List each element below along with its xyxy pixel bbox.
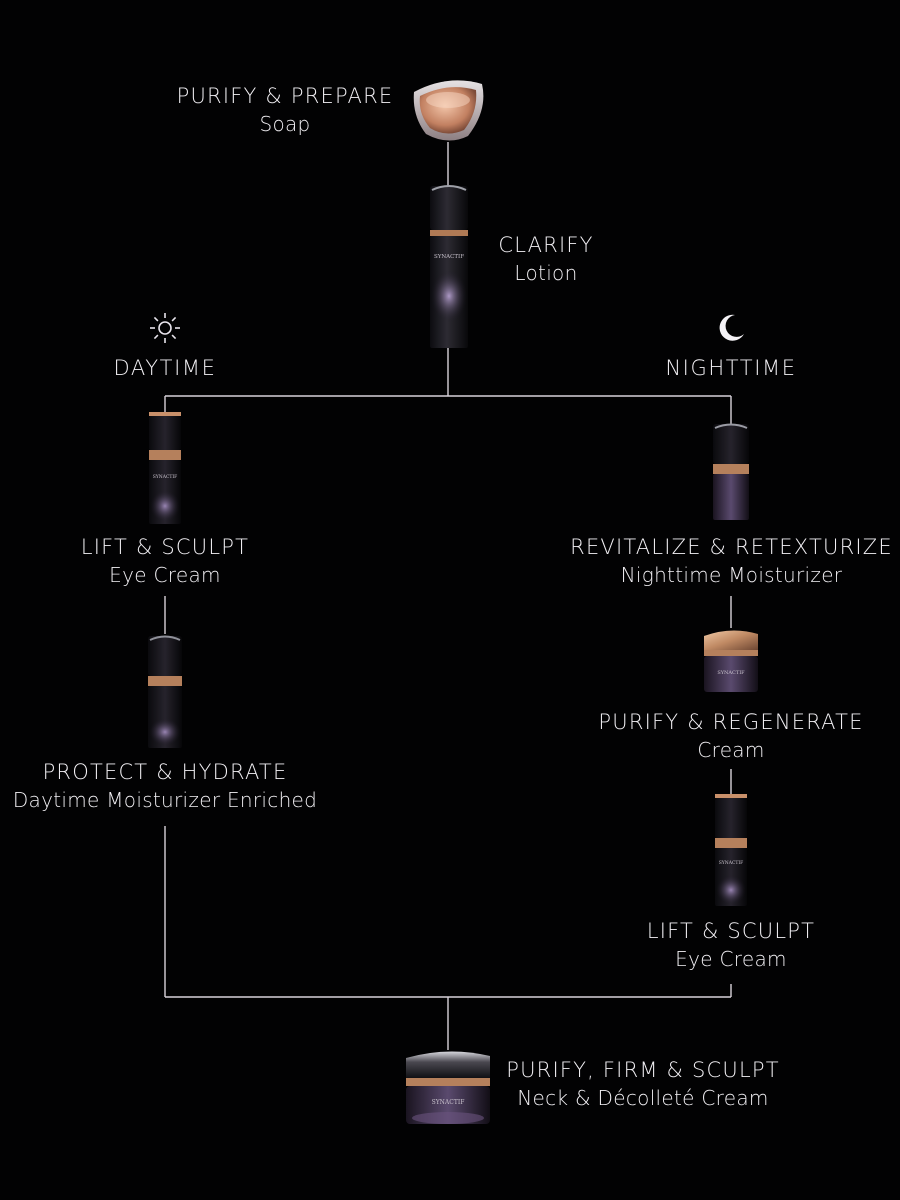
- step-night-moist-subtitle: Nighttime Moisturizer: [620, 563, 843, 587]
- lotion-bottle-image: SYNACTIF: [428, 184, 470, 350]
- step-soap-title: PURIFY & PREPARE: [176, 84, 394, 108]
- nighttime-heading: NIGHTTIME: [665, 356, 797, 380]
- sun-icon: [147, 310, 183, 346]
- step-lotion-label: CLARIFY Lotion: [480, 231, 612, 287]
- step-night-cream-subtitle: Cream: [697, 738, 765, 762]
- step-soap-subtitle: Soap: [259, 112, 311, 136]
- step-neck-label: PURIFY, FIRM & SCULPT Neck & Décolleté C…: [498, 1056, 788, 1112]
- step-day-eye-label: LIFT & SCULPT Eye Cream: [60, 533, 270, 589]
- lotion-brand-text: SYNACTIF: [434, 254, 464, 260]
- step-neck-subtitle: Neck & Décolleté Cream: [517, 1086, 769, 1110]
- step-lotion-title: CLARIFY: [498, 233, 594, 257]
- step-day-moist-label: PROTECT & HYDRATE Daytime Moisturizer En…: [10, 758, 320, 814]
- step-night-cream-label: PURIFY & REGENERATE Cream: [590, 708, 872, 764]
- soap-dish-image: [408, 70, 488, 146]
- step-day-moist-subtitle: Daytime Moisturizer Enriched: [12, 788, 318, 812]
- night-cream-jar-image: SYNACTIF: [700, 626, 762, 696]
- neck-cream-jar-image: SYNACTIF: [402, 1048, 494, 1128]
- day-moisturizer-image: [145, 634, 185, 750]
- step-night-eye-subtitle: Eye Cream: [675, 947, 787, 971]
- day-eye-brand-text: SYNACTIF: [153, 474, 178, 480]
- night-moisturizer-image: [710, 422, 752, 522]
- step-night-moist-title: REVITALIZE & RETEXTURIZE: [570, 535, 893, 559]
- step-night-moist-label: REVITALIZE & RETEXTURIZE Nighttime Moist…: [565, 533, 898, 589]
- night-eye-brand-text: SYNACTIF: [719, 860, 744, 866]
- day-eye-cream-image: SYNACTIF: [147, 410, 183, 526]
- step-night-eye-label: LIFT & SCULPT Eye Cream: [631, 917, 831, 973]
- night-eye-cream-image: SYNACTIF: [713, 792, 749, 908]
- step-night-cream-title: PURIFY & REGENERATE: [598, 710, 864, 734]
- step-day-moist-title: PROTECT & HYDRATE: [42, 760, 288, 784]
- neck-cream-brand-text: SYNACTIF: [432, 1099, 465, 1106]
- moon-icon: [715, 312, 747, 344]
- step-neck-title: PURIFY, FIRM & SCULPT: [506, 1058, 780, 1082]
- night-cream-brand-text: SYNACTIF: [717, 670, 745, 676]
- step-lotion-subtitle: Lotion: [514, 261, 578, 285]
- step-soap-label: PURIFY & PREPARE Soap: [168, 82, 402, 138]
- step-day-eye-title: LIFT & SCULPT: [80, 535, 250, 559]
- step-night-eye-title: LIFT & SCULPT: [646, 919, 816, 943]
- step-day-eye-subtitle: Eye Cream: [109, 563, 221, 587]
- daytime-heading: DAYTIME: [113, 356, 217, 380]
